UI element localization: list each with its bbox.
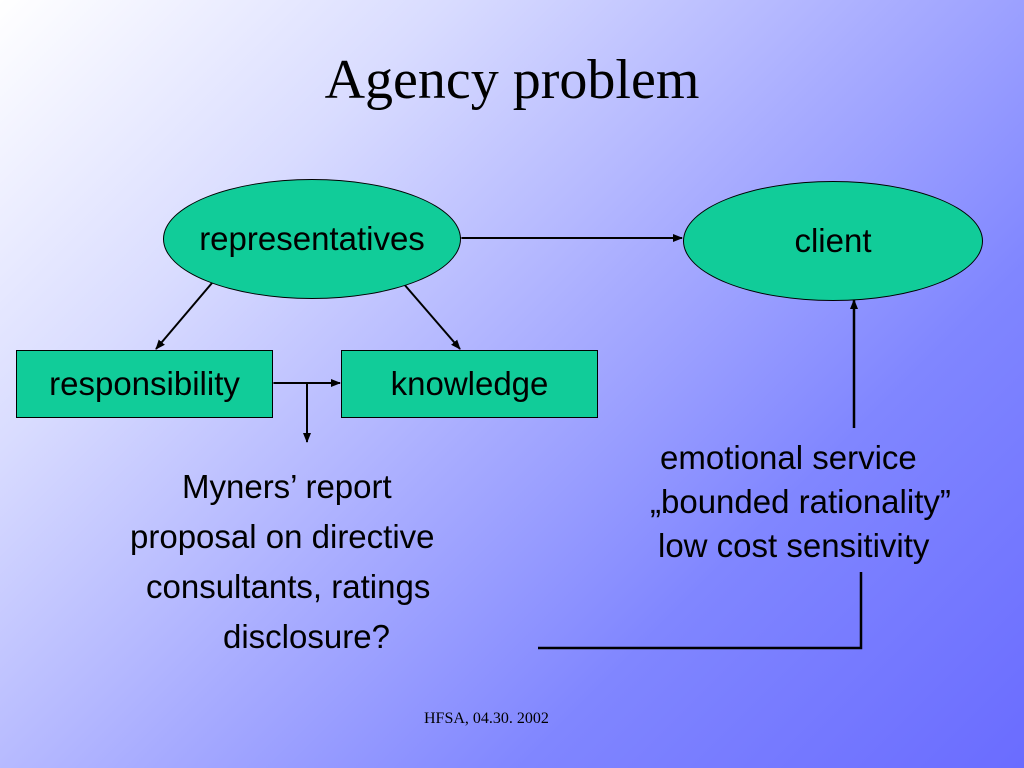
notes-left: Myners’ report proposal on directive con… [130,462,435,662]
notes-right-line-2: „bounded rationality” [650,483,951,520]
node-client: client [683,181,983,301]
node-knowledge: knowledge [341,350,598,418]
link-line-bottom [538,572,863,650]
node-responsibility: responsibility [16,350,273,418]
arrow-representatives-knowledge [394,273,461,350]
node-representatives: representatives [163,179,461,299]
notes-left-line-4: disclosure? [223,618,390,655]
notes-right-line-3: low cost sensitivity [658,527,930,564]
node-responsibility-label: responsibility [49,365,240,402]
notes-left-line-2: proposal on directive [130,518,435,555]
arrow-representatives-responsibility [155,273,221,350]
node-knowledge-label: knowledge [390,365,549,402]
node-representatives-label: representatives [199,220,425,257]
node-client-label: client [794,222,872,259]
notes-right: emotional service „bounded rationality” … [650,436,951,568]
notes-left-line-3: consultants, ratings [146,568,431,605]
notes-right-line-1: emotional service [660,439,917,476]
slide-footer: HFSA, 04.30. 2002 [424,710,549,727]
notes-left-line-1: Myners’ report [182,468,392,505]
slide-title: Agency problem [324,49,700,111]
